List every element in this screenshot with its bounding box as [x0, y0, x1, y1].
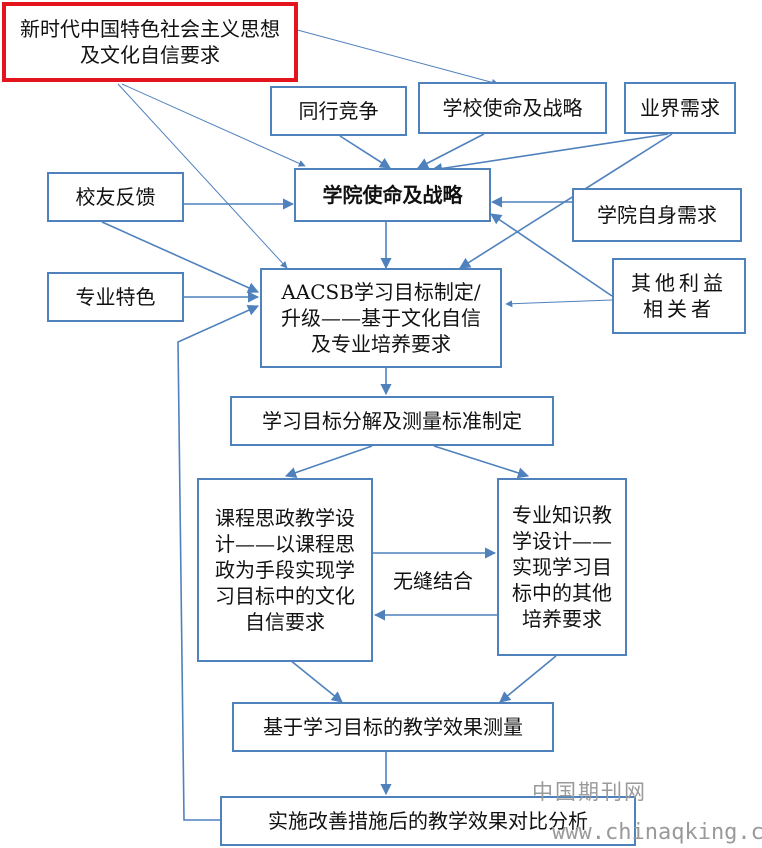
node-college-own-needs-text: 学院自身需求: [597, 203, 717, 227]
node-goal-decomposition: 学习目标分解及测量标准制定: [230, 396, 554, 446]
arrow-industry-to-college-mission: [430, 133, 669, 175]
node-improvement-analysis: 实施改善措施后的教学效果对比分析: [220, 796, 636, 846]
arrow-stakeholders-to-aacsb: [505, 299, 613, 308]
arrow-industry-to-aacsb: [459, 133, 673, 269]
node-new-era-requirement: 新时代中国特色社会主义思想及文化自信要求: [2, 2, 298, 82]
node-peer-competition: 同行竞争: [270, 86, 407, 136]
node-school-mission: 学校使命及战略: [418, 82, 607, 134]
node-school-mission-text: 学校使命及战略: [442, 96, 583, 120]
arrow-new-era-to-school-mission: [289, 27, 499, 86]
arrow-school-to-college-mission: [417, 133, 485, 169]
watermark-cn: 中国期刊网: [532, 780, 647, 804]
node-industry-needs-text: 业界需求: [640, 96, 720, 120]
arrow-ideological-to-measurement: [289, 659, 343, 703]
arrow-new-era-to-aacsb: [117, 83, 288, 269]
node-effect-measurement: 基于学习目标的教学效果测量: [232, 702, 554, 752]
node-aacsb-goals: AACSB学习目标制定/升级——基于文化自信及专业培养要求: [260, 268, 502, 368]
node-professional-course-design: 专业知识教学设计——实现学习目标中的其他培养要求: [497, 478, 627, 656]
node-ideological-course-design: 课程思政教学设计——以课程思政为手段实现学习目标中的文化自信要求: [197, 478, 373, 662]
node-alumni-feedback-text: 校友反馈: [75, 185, 156, 209]
arrow-decomposition-to-professional: [433, 445, 530, 479]
watermark-url: www.chinaqking.com: [552, 820, 762, 845]
arrow-peer-to-college-mission: [339, 135, 391, 169]
node-effect-measurement-text: 基于学习目标的教学效果测量: [263, 715, 523, 739]
arrow-stakeholders-to-college-mission: [490, 213, 613, 297]
arrow-decomposition-to-ideological: [284, 445, 373, 478]
node-college-own-needs: 学院自身需求: [572, 188, 742, 242]
arrow-alumni-to-aacsb: [101, 221, 260, 293]
node-other-stakeholders: 其他利益相关者: [612, 258, 746, 334]
node-peer-competition-text: 同行竞争: [298, 99, 379, 123]
node-alumni-feedback: 校友反馈: [47, 172, 184, 222]
node-program-features-text: 专业特色: [75, 285, 156, 309]
node-industry-needs: 业界需求: [624, 82, 736, 134]
node-improvement-analysis-text: 实施改善措施后的教学效果对比分析: [268, 809, 588, 833]
node-college-mission-text: 学院使命及战略: [322, 183, 463, 207]
arrow-professional-to-measurement: [499, 655, 557, 703]
node-ideological-course-design-text: 课程思政教学设计——以课程思政为手段实现学习目标中的文化自信要求: [215, 506, 355, 634]
node-goal-decomposition-text: 学习目标分解及测量标准制定: [262, 409, 522, 433]
node-aacsb-goals-text: AACSB学习目标制定/升级——基于文化自信及专业培养要求: [281, 280, 481, 356]
arrow-feedback-loop: [177, 305, 260, 821]
node-other-stakeholders-text: 其他利益相关者: [631, 271, 727, 321]
edge-label-seamless-integration: 无缝结合: [393, 569, 473, 593]
node-new-era-requirement-text: 新时代中国特色社会主义思想及文化自信要求: [20, 17, 280, 67]
node-program-features: 专业特色: [47, 272, 184, 322]
arrow-new-era-to-college-mission: [121, 83, 306, 167]
node-college-mission: 学院使命及战略: [294, 168, 491, 222]
node-professional-course-design-text: 专业知识教学设计——实现学习目标中的其他培养要求: [512, 503, 612, 631]
